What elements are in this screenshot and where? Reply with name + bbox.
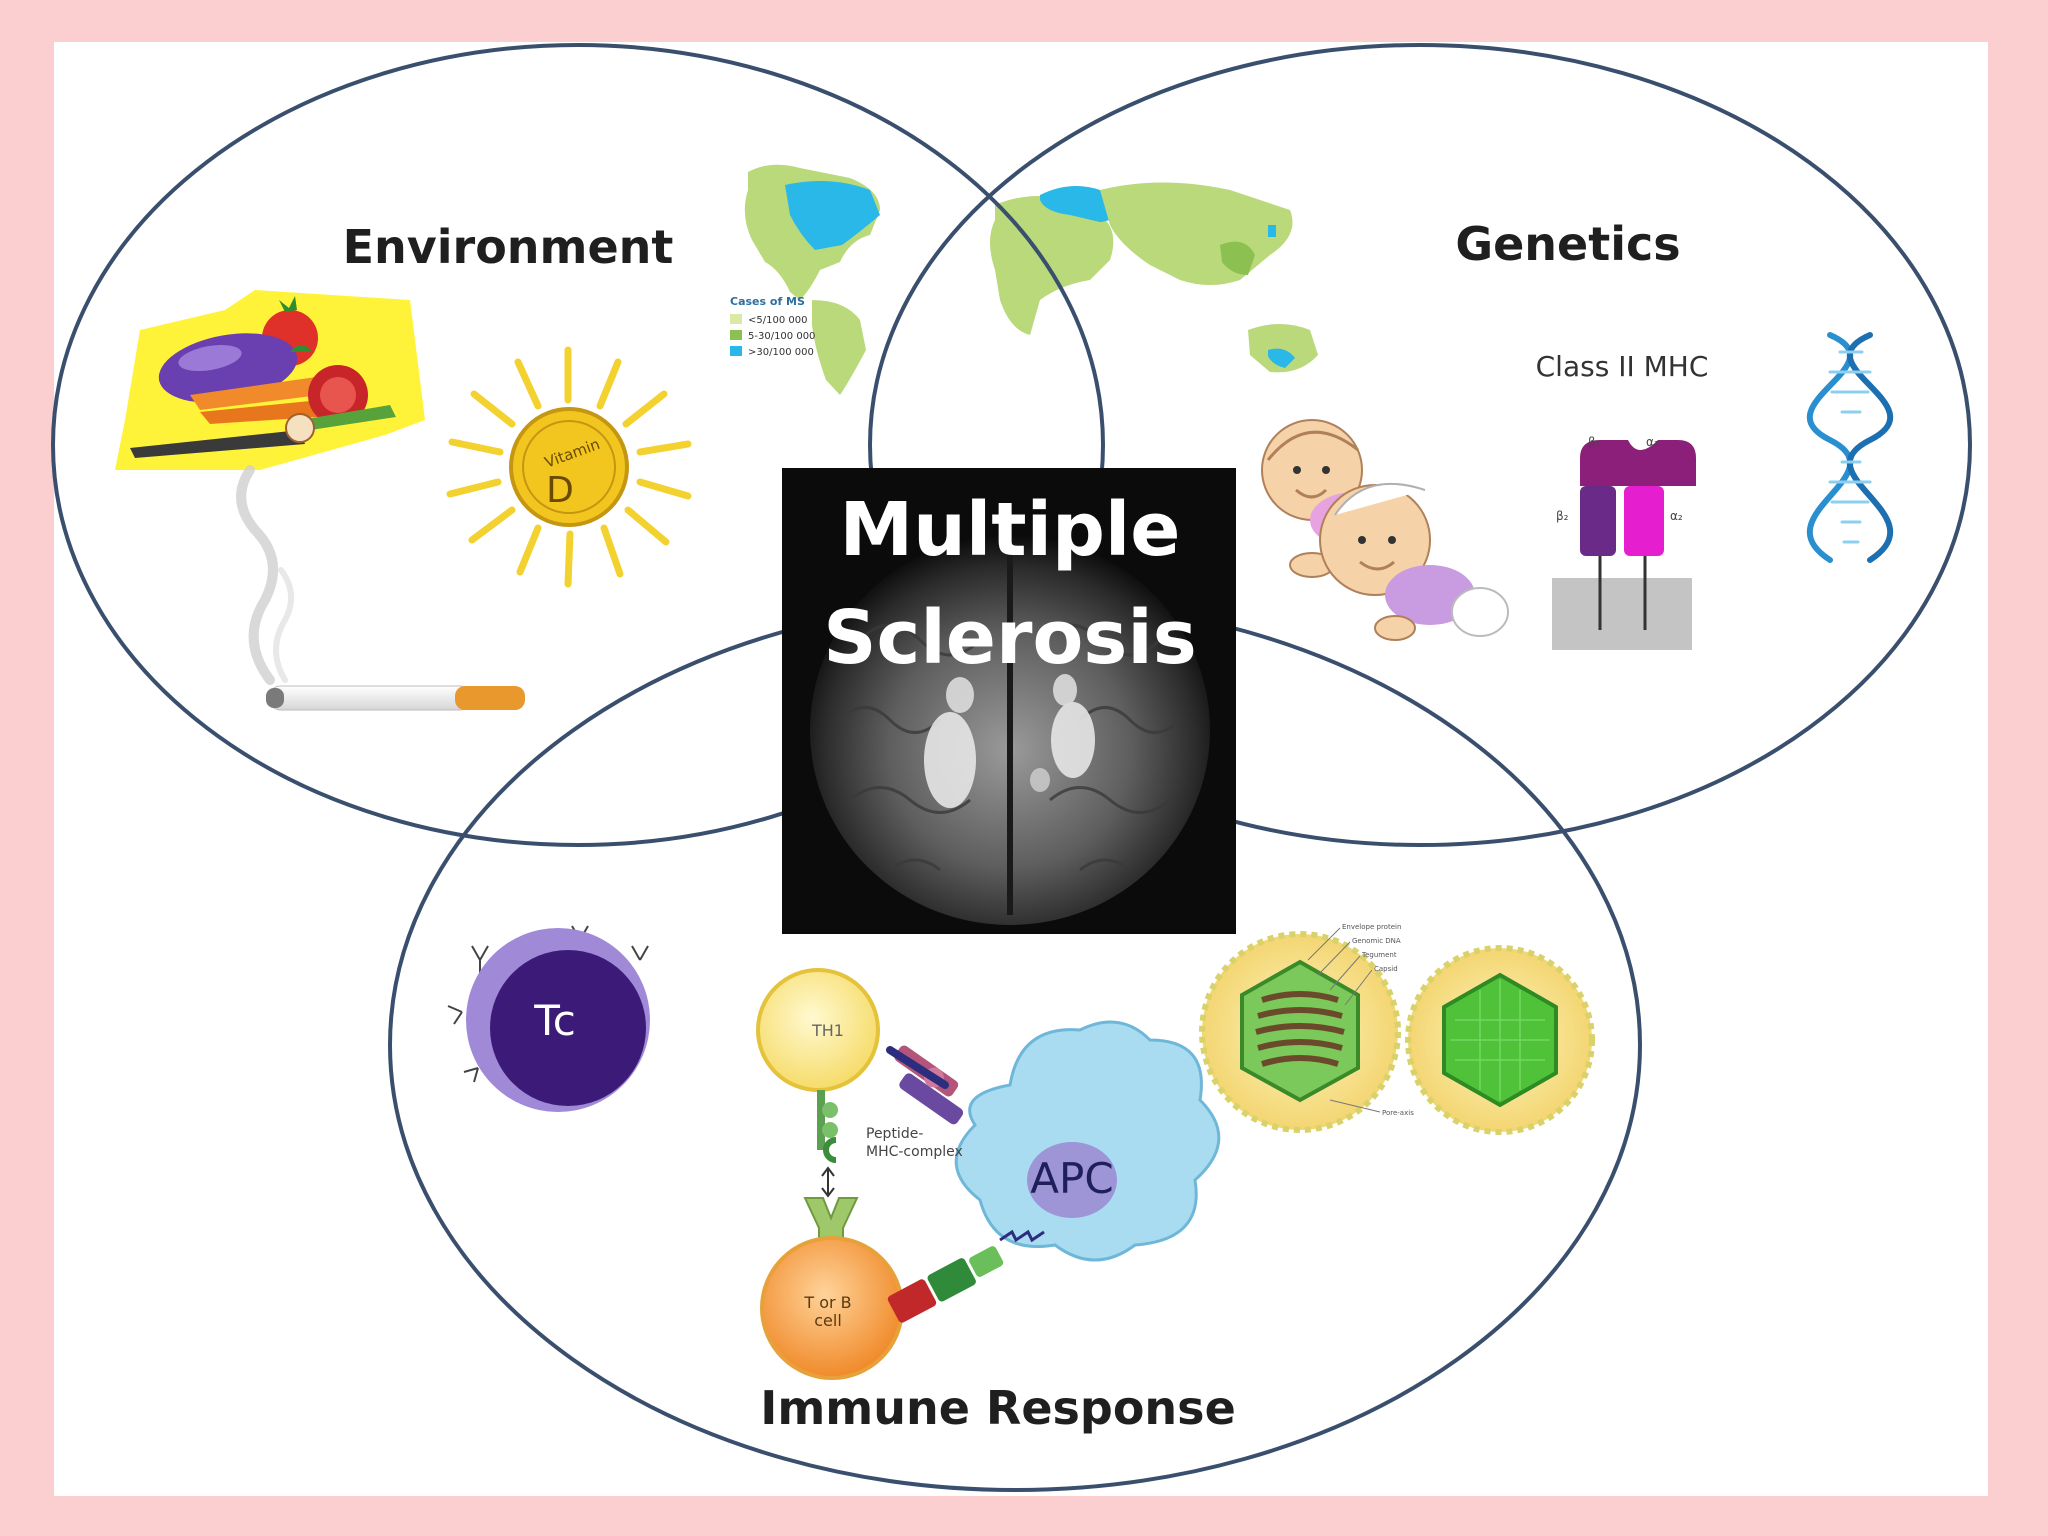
legend-label-mid: 5-30/100 000 <box>748 331 815 342</box>
legend-label-low: <5/100 000 <box>748 315 807 326</box>
center-title-line2: Sclerosis <box>823 595 1197 681</box>
virus-label-capsid: Capsid <box>1374 965 1398 973</box>
legend-label-high: >30/100 000 <box>748 347 814 358</box>
legend-swatch-high <box>730 346 742 356</box>
apc-cell <box>954 1020 1221 1262</box>
tb-label-1: T or B <box>803 1293 851 1312</box>
genetics-circle <box>868 43 1972 847</box>
immune-response-title: Immune Response <box>760 1381 1236 1435</box>
virus-label-pore: Pore-axis <box>1382 1109 1414 1117</box>
vegetables-icon <box>115 290 425 470</box>
mri-center-panel: Multiple Sclerosis <box>782 468 1236 934</box>
apc-label: APC <box>1030 1154 1113 1203</box>
tc-label: Tc <box>533 996 576 1045</box>
th1-apc-interaction-icon: APC TH1 Peptide- MHC-complex T or B cell <box>756 968 1221 1380</box>
map-legend-title: Cases of MS <box>730 295 805 308</box>
center-title-line1: Multiple <box>840 487 1181 573</box>
peptide-label-1: Peptide- <box>866 1126 923 1142</box>
peptide-label-2: MHC-complex <box>866 1144 963 1160</box>
world-map-illustration <box>744 164 1318 395</box>
legend-swatch-mid <box>730 330 742 340</box>
virus-label-genome: Genomic DNA <box>1352 937 1401 945</box>
genetics-title: Genetics <box>1455 217 1680 271</box>
map-legend: Cases of MS <5/100 000 5-30/100 000 >30/… <box>730 295 815 358</box>
environment-circle <box>51 43 1105 847</box>
mhc-label-beta1: β₁ <box>1588 435 1601 449</box>
mhc-label: Class II MHC <box>1536 350 1709 383</box>
mhc-molecule-icon: β₁ α₁ β₂ α₂ <box>1552 435 1696 650</box>
mhc-label-beta2: β₂ <box>1556 509 1569 523</box>
twin-babies-icon <box>1261 419 1509 641</box>
th1-label: TH1 <box>811 1021 844 1040</box>
tc-cell-icon: Tc <box>447 925 650 1112</box>
cigarette-icon <box>236 465 525 711</box>
legend-swatch-low <box>730 314 742 324</box>
virus-label-tegument: Tegument <box>1361 951 1397 959</box>
mhc-label-alpha2: α₂ <box>1670 509 1683 523</box>
mhc-label-alpha1: α₁ <box>1646 435 1659 449</box>
environment-title: Environment <box>343 220 674 274</box>
dna-helix-icon <box>1806 332 1894 563</box>
tb-label-2: cell <box>814 1311 842 1330</box>
virus-particles-icon: Envelope protein Genomic DNA Tegument Ca… <box>1199 923 1595 1135</box>
virus-label-envelope: Envelope protein <box>1342 923 1401 931</box>
vitamin-d-letter: D <box>546 470 574 511</box>
vitamin-d-sun-icon: Vitamin D <box>446 346 692 588</box>
